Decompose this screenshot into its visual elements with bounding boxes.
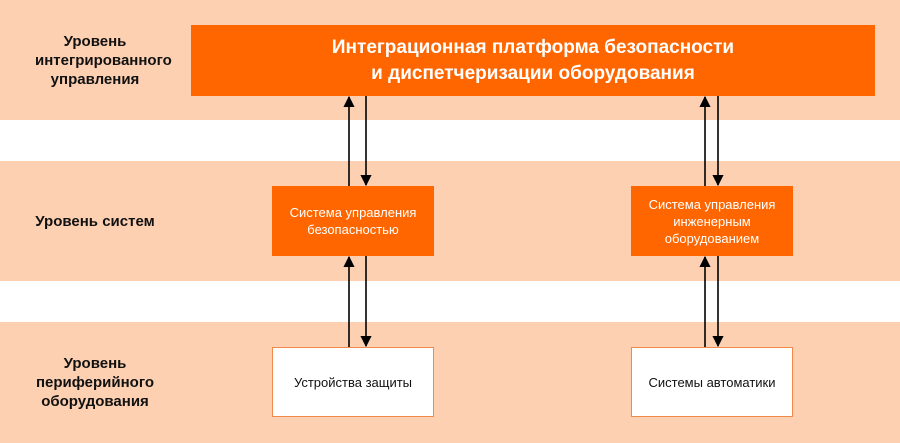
- security-system-box: Система управления безопасностью: [272, 186, 434, 256]
- level-peripheral-label: Уровень периферийного оборудования: [35, 354, 155, 410]
- level-systems-label: Уровень систем: [35, 212, 155, 230]
- platform-title-line2: и диспетчеризации оборудования: [371, 62, 695, 84]
- automation-systems-box: Системы автоматики: [631, 347, 793, 417]
- platform-title-line1: Интеграционная платформа безопасности: [331, 36, 735, 58]
- level-integrated-label: Уровень интегрированного управления: [35, 33, 172, 88]
- protection-devices-box: Устройства защиты: [272, 347, 434, 417]
- engineering-system-box: Система управления инженерным оборудован…: [631, 186, 793, 256]
- integration-platform-box: Интеграционная платформа безопасности и д…: [191, 25, 875, 96]
